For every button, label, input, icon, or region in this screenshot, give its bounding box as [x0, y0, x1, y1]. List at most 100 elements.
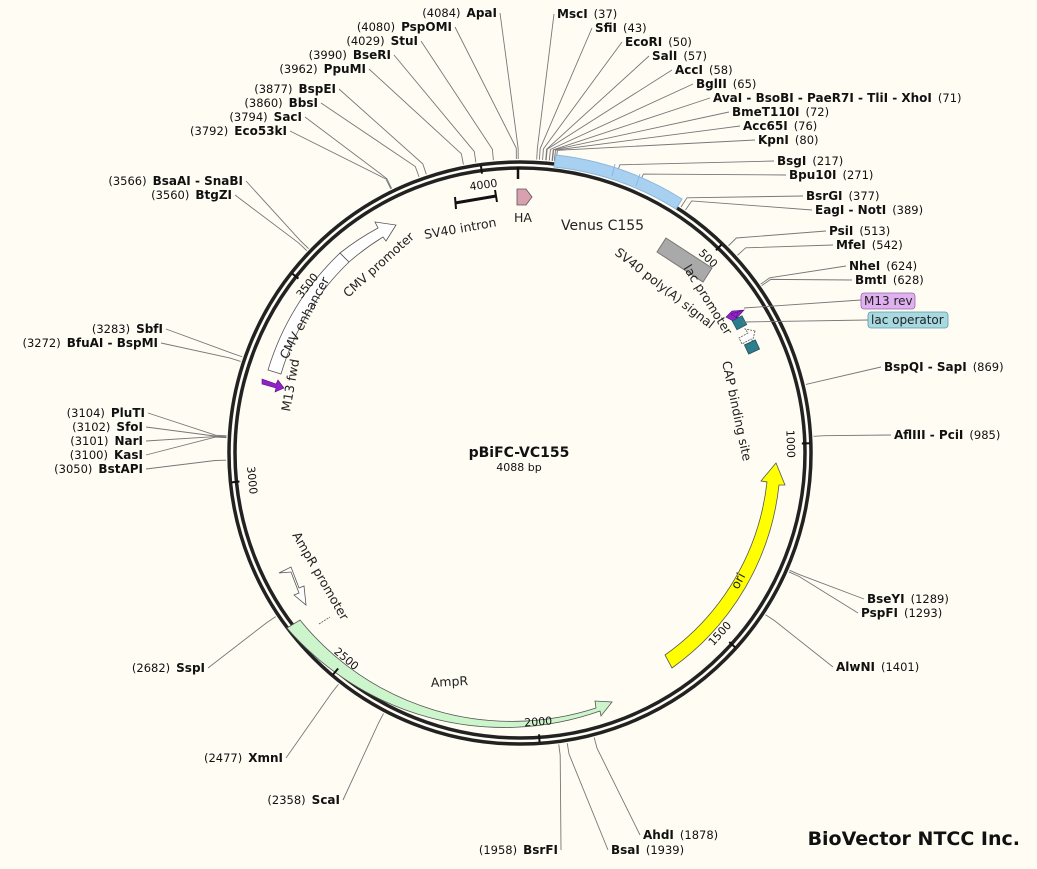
restriction-site[interactable]: AhdI(1878): [643, 828, 718, 842]
restriction-site[interactable]: BtgZI(3560): [151, 188, 232, 202]
site-leader: [789, 569, 865, 600]
restriction-site[interactable]: BsaI(1939): [611, 843, 684, 857]
tick-mark: [231, 480, 240, 484]
site-position: (4084): [422, 6, 460, 20]
site-name: BspEI: [298, 82, 336, 96]
tick-mark: [538, 734, 541, 743]
feature-ampr-promoter[interactable]: [278, 566, 307, 606]
restriction-site[interactable]: PpuMI(3962): [279, 62, 366, 76]
restriction-site[interactable]: MfeI(542): [836, 238, 903, 252]
site-name: ScaI: [312, 793, 340, 807]
restriction-site[interactable]: KpnI(80): [758, 133, 819, 147]
site-position: (1939): [646, 843, 684, 857]
feature-m13-rev-arrow[interactable]: [725, 309, 745, 323]
restriction-site[interactable]: PsiI(513): [829, 224, 890, 238]
restriction-site[interactable]: BsrFI(1958): [479, 843, 558, 857]
restriction-site[interactable]: SspI(2682): [132, 661, 205, 675]
restriction-site[interactable]: BfuAI - BspMI(3272): [22, 336, 158, 350]
restriction-site[interactable]: BseRI(3990): [309, 48, 391, 62]
restriction-site[interactable]: SbfI(3283): [92, 322, 163, 336]
site-leader: [499, 12, 519, 160]
restriction-site[interactable]: BspEI (3877): [254, 82, 336, 96]
site-position: (3877): [254, 82, 292, 96]
restriction-site[interactable]: Bpu10I(271): [789, 168, 873, 182]
restriction-site[interactable]: BspQI - SapI(869): [884, 360, 1004, 374]
restriction-site[interactable]: ScaI(2358): [267, 793, 340, 807]
tick-mark: [291, 272, 300, 280]
feature-venus-c155[interactable]: [553, 154, 683, 210]
restriction-site[interactable]: BstAPI(3050): [54, 462, 143, 476]
feature-cmv-promoter[interactable]: [339, 221, 397, 263]
restriction-site[interactable]: Eco53kI(3792): [190, 124, 287, 138]
site-leader: [234, 194, 308, 251]
restriction-site[interactable]: EagI - NotI(389): [815, 203, 923, 217]
boxed-label-m13-rev: M13 rev: [860, 292, 916, 310]
boxed-label-lac-operator: lac operator: [867, 311, 949, 329]
site-position: (3100): [70, 448, 108, 462]
restriction-site[interactable]: AccI(58): [675, 63, 733, 77]
restriction-site[interactable]: BglII (65): [696, 77, 756, 91]
site-name: AlwNI: [836, 660, 875, 674]
feature-ha[interactable]: [516, 188, 533, 206]
site-name: BseYI: [867, 592, 905, 606]
restriction-site[interactable]: SfiI(43): [595, 21, 647, 35]
label-ori: ori: [727, 570, 748, 591]
restriction-site[interactable]: AlwNI(1401): [836, 660, 919, 674]
restriction-site[interactable]: StuI(4029): [346, 34, 418, 48]
feature-lac-operator-box[interactable]: [731, 315, 748, 331]
site-name: BmeT110I: [732, 105, 800, 119]
restriction-site[interactable]: Acc65I(76): [743, 119, 817, 133]
site-position: (3283): [92, 322, 130, 336]
site-leader: [545, 69, 673, 161]
restriction-site[interactable]: BsaAI - SnaBI(3566): [108, 174, 243, 188]
site-name: BglII: [696, 77, 727, 91]
feature-ampr[interactable]: [286, 619, 613, 728]
restriction-site[interactable]: PspFI(1293): [861, 606, 942, 620]
restriction-site[interactable]: SacI(3794): [229, 110, 302, 124]
site-name: Bpu10I: [789, 168, 836, 182]
site-leader: [145, 436, 227, 442]
restriction-site[interactable]: KasI(3100): [70, 448, 143, 462]
restriction-site[interactable]: EcoRI(50): [625, 35, 692, 49]
site-name: SfiI: [595, 21, 617, 35]
site-position: (3050): [54, 462, 92, 476]
site-position: (217): [812, 154, 843, 168]
restriction-site[interactable]: BbsI(3860): [244, 96, 318, 110]
restriction-site[interactable]: BsgI(217): [777, 154, 843, 168]
site-position: (65): [733, 77, 757, 91]
restriction-site[interactable]: BseYI(1289): [867, 592, 949, 606]
feature-sv40-intron[interactable]: [454, 189, 498, 210]
site-leader: [805, 366, 882, 385]
restriction-site[interactable]: BmtI(628): [855, 273, 924, 287]
plasmid-name: pBiFC-VC155: [469, 445, 570, 461]
backbone-inner: [233, 166, 807, 740]
restriction-site[interactable]: MscI(37): [557, 7, 617, 21]
restriction-site[interactable]: SalI(57): [652, 49, 707, 63]
restriction-site[interactable]: XmnI(2477): [204, 751, 283, 765]
feature-ori[interactable]: [664, 462, 786, 669]
restriction-site[interactable]: PluTI(3104): [67, 406, 145, 420]
site-leader: [761, 278, 853, 287]
lead-m13-rev: [743, 299, 862, 309]
site-leader: [342, 713, 384, 801]
restriction-site[interactable]: AvaI - BsoBI - PaeR7I - TliI - XhoI(71): [713, 91, 962, 105]
site-position: (869): [973, 360, 1004, 374]
site-leader: [737, 244, 834, 256]
feature-cap-binding-box[interactable]: [743, 339, 761, 355]
feature-m13-fwd-arrow[interactable]: [261, 378, 285, 393]
restriction-site[interactable]: NarI(3101): [70, 434, 143, 448]
site-leader: [813, 434, 892, 437]
restriction-site[interactable]: ApaI(4084): [422, 6, 497, 20]
restriction-site[interactable]: BmeT110I(72): [732, 105, 829, 119]
site-position: (3560): [151, 188, 189, 202]
restriction-site[interactable]: BsrGI(377): [806, 189, 879, 203]
restriction-site[interactable]: AflIII - PciI(985): [894, 428, 1000, 442]
site-position: (50): [668, 35, 692, 49]
restriction-site[interactable]: SfoI(3102): [72, 420, 143, 434]
restriction-site[interactable]: PspOMI(4080): [357, 20, 452, 34]
restriction-site[interactable]: NheI(624): [849, 259, 917, 273]
lead-lac-operator: [741, 319, 869, 323]
site-name: PluTI: [111, 406, 145, 420]
site-leader: [551, 97, 711, 161]
feature-sv40-polya[interactable]: [656, 237, 713, 283]
